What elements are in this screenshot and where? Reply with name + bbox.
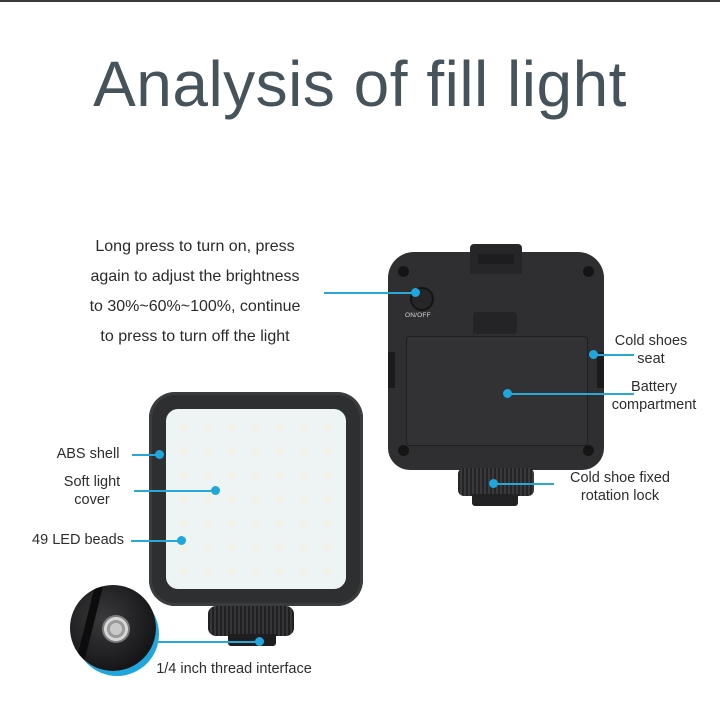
label-thread-interface: 1/4 inch thread interface	[156, 661, 312, 677]
led-bead	[251, 422, 261, 432]
led-bead	[179, 446, 189, 456]
led-bead	[179, 422, 189, 432]
led-bead	[275, 494, 285, 504]
callout-dot	[155, 450, 164, 459]
battery-compartment	[406, 336, 588, 446]
led-bead	[179, 470, 189, 480]
led-bead	[203, 566, 213, 576]
callout-dot	[503, 389, 512, 398]
led-bead	[227, 422, 237, 432]
led-bead	[323, 446, 333, 456]
led-bead	[179, 518, 189, 528]
led-bead	[203, 422, 213, 432]
mount-knob	[208, 606, 294, 636]
led-bead	[299, 446, 309, 456]
led-bead	[299, 470, 309, 480]
led-bead	[251, 518, 261, 528]
description-line: to press to turn off the light	[100, 328, 290, 345]
label-rotation-lock: Cold shoe fixed rotation lock	[570, 470, 670, 504]
led-bead	[299, 494, 309, 504]
callout-dot	[589, 350, 598, 359]
callout-dot	[411, 288, 420, 297]
led-bead	[299, 518, 309, 528]
led-bead	[323, 566, 333, 576]
side-slot	[597, 352, 604, 388]
led-bead	[251, 542, 261, 552]
callout-line	[594, 354, 634, 356]
label-led-beads: 49 LED beads	[32, 532, 124, 548]
callout-line	[494, 483, 554, 485]
led-bead	[275, 518, 285, 528]
screw-icon	[398, 445, 409, 456]
bottom-cold-shoe	[472, 494, 518, 506]
led-bead	[323, 518, 333, 528]
description-line: to 30%~60%~100%, continue	[89, 298, 301, 315]
callout-dot	[177, 536, 186, 545]
led-bead	[227, 566, 237, 576]
thread-closeup	[70, 585, 156, 671]
led-bead	[275, 446, 285, 456]
page-title: Analysis of fill light	[93, 48, 627, 120]
soft-light-panel	[166, 409, 346, 589]
led-bead	[251, 566, 261, 576]
led-bead	[203, 494, 213, 504]
power-button-label: ON/OFF	[405, 312, 431, 319]
callout-line	[324, 292, 416, 294]
power-button	[410, 287, 434, 311]
led-bead	[323, 470, 333, 480]
led-bead	[179, 542, 189, 552]
top-cold-shoe	[470, 244, 522, 274]
led-bead	[323, 422, 333, 432]
callout-dot	[211, 486, 220, 495]
callout-dot	[489, 479, 498, 488]
screw-icon	[398, 266, 409, 277]
callout-dot	[255, 637, 264, 646]
led-bead	[275, 470, 285, 480]
label-abs-shell: ABS shell	[56, 446, 120, 462]
led-bead	[203, 446, 213, 456]
light-front-view	[149, 392, 363, 606]
callout-line	[156, 641, 260, 643]
thread-hole-icon	[102, 615, 130, 643]
led-bead	[227, 446, 237, 456]
led-bead	[227, 494, 237, 504]
led-bead	[251, 494, 261, 504]
screw-icon	[583, 445, 594, 456]
description-line: again to adjust the brightness	[90, 268, 300, 285]
led-bead	[275, 422, 285, 432]
screw-icon	[583, 266, 594, 277]
top-border	[0, 0, 720, 2]
led-bead	[299, 542, 309, 552]
led-bead	[227, 470, 237, 480]
led-bead	[323, 542, 333, 552]
housing-edge	[70, 585, 106, 671]
led-bead	[203, 470, 213, 480]
power-button-description: Long press to turn on, press again to ad…	[66, 232, 324, 352]
led-bead	[203, 518, 213, 528]
led-bead	[275, 542, 285, 552]
callout-line	[134, 490, 216, 492]
callout-line	[132, 454, 160, 456]
label-cold-shoes-seat: Cold shoes seat	[614, 333, 688, 367]
callout-line	[508, 393, 634, 395]
led-bead	[251, 470, 261, 480]
mount-shoe	[228, 634, 276, 646]
led-bead	[179, 566, 189, 576]
led-bead	[275, 566, 285, 576]
label-battery-compartment: Battery compartment	[611, 379, 697, 413]
led-bead	[251, 446, 261, 456]
led-bead	[203, 542, 213, 552]
led-bead	[227, 542, 237, 552]
led-bead	[227, 518, 237, 528]
led-bead	[179, 494, 189, 504]
side-slot	[388, 352, 395, 388]
battery-clip	[473, 312, 517, 334]
led-bead	[299, 566, 309, 576]
description-line: Long press to turn on, press	[95, 238, 295, 255]
light-back-view: ON/OFF	[388, 244, 604, 470]
led-bead	[299, 422, 309, 432]
led-bead	[323, 494, 333, 504]
label-soft-light-cover: Soft light cover	[63, 474, 121, 508]
callout-line	[131, 540, 181, 542]
